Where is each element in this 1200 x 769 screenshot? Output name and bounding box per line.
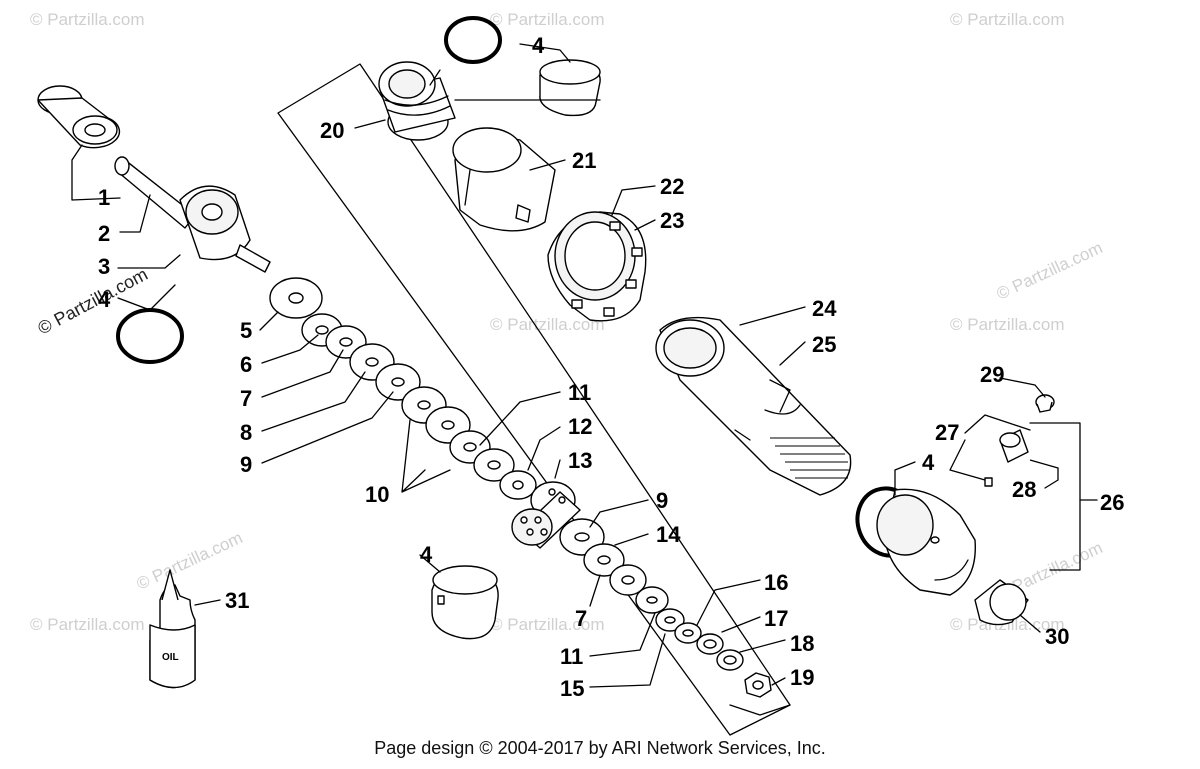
watermark-dark: © Partzilla.com bbox=[34, 264, 150, 339]
nut-hole bbox=[752, 680, 764, 690]
valve-part-27 bbox=[984, 429, 1029, 487]
washer-stack bbox=[269, 277, 537, 500]
callout-13: 13 bbox=[568, 448, 592, 473]
shaft-part-2 bbox=[114, 156, 196, 229]
callout-28: 28 bbox=[1012, 477, 1036, 502]
callout-24: 24 bbox=[812, 296, 837, 321]
watermark-6: © Partzilla.com bbox=[30, 615, 145, 634]
screw-part-29 bbox=[1035, 394, 1055, 413]
callout-8: 8 bbox=[240, 420, 252, 445]
callout-9-upper: 9 bbox=[240, 452, 252, 477]
oring-part-4-left bbox=[116, 308, 184, 364]
callout-4-top: 4 bbox=[532, 33, 545, 58]
bushing-part-1 bbox=[37, 85, 121, 149]
nut-part-22-23 bbox=[547, 211, 647, 322]
callout-30: 30 bbox=[1045, 624, 1069, 649]
callout-4-left: 4 bbox=[98, 287, 111, 312]
callout-25: 25 bbox=[812, 332, 836, 357]
callout-20: 20 bbox=[320, 118, 344, 143]
watermark-1: © Partzilla.com bbox=[30, 10, 145, 29]
bushing-part-30 bbox=[974, 579, 1029, 626]
piston-part-13 bbox=[511, 481, 581, 549]
watermark-7: © Partzilla.com bbox=[490, 615, 605, 634]
band-part-4-lower bbox=[431, 565, 499, 640]
callout-12: 12 bbox=[568, 414, 592, 439]
seal-head-part-20 bbox=[378, 61, 456, 141]
callout-3: 3 bbox=[98, 254, 110, 279]
spring-body-part-24-25 bbox=[655, 316, 852, 496]
callout-10: 10 bbox=[365, 482, 389, 507]
oring-part-28 bbox=[1029, 459, 1059, 469]
callout-4-right: 4 bbox=[922, 450, 935, 475]
callout-4-lower: 4 bbox=[420, 542, 433, 567]
oring-part-4-top bbox=[444, 16, 502, 64]
callout-labels: 1 2 3 4 5 6 7 8 9 10 11 12 13 9 14 4 7 1… bbox=[98, 33, 1124, 701]
callout-21: 21 bbox=[572, 148, 596, 173]
watermark-4: © Partzilla.com bbox=[490, 315, 605, 334]
sleeve-part-21 bbox=[452, 127, 556, 232]
callout-1: 1 bbox=[98, 185, 110, 210]
oil-label: OIL bbox=[162, 652, 179, 663]
leader-lines bbox=[71, 43, 1098, 716]
callout-19: 19 bbox=[790, 665, 814, 690]
watermark-10: © Partzilla.com bbox=[994, 238, 1106, 304]
callout-23: 23 bbox=[660, 208, 684, 233]
callout-11-upper: 11 bbox=[568, 380, 591, 405]
callout-9-lower: 9 bbox=[656, 488, 668, 513]
callout-7-upper: 7 bbox=[240, 386, 252, 411]
band-part-4-top bbox=[539, 59, 601, 117]
callout-22: 22 bbox=[660, 174, 684, 199]
callout-14: 14 bbox=[656, 522, 681, 547]
callout-7-lower: 7 bbox=[575, 606, 587, 631]
eye-part-3 bbox=[179, 185, 271, 273]
callout-18: 18 bbox=[790, 631, 814, 656]
callout-27: 27 bbox=[935, 420, 959, 445]
oil-bottle-part-31: OIL bbox=[149, 569, 196, 689]
watermark-2: © Partzilla.com bbox=[490, 10, 605, 29]
lower-washers bbox=[559, 518, 744, 671]
callout-15: 15 bbox=[560, 676, 584, 701]
reservoir-part-26 bbox=[876, 488, 976, 596]
callout-2: 2 bbox=[98, 221, 110, 246]
page-footer: Page design © 2004-2017 by ARI Network S… bbox=[374, 738, 826, 758]
callout-5: 5 bbox=[240, 318, 252, 343]
callout-16: 16 bbox=[764, 570, 788, 595]
callout-26: 26 bbox=[1100, 490, 1124, 515]
watermark-3: © Partzilla.com bbox=[950, 10, 1065, 29]
callout-17: 17 bbox=[764, 606, 788, 631]
callout-11-lower: 11 bbox=[560, 644, 583, 669]
callout-29: 29 bbox=[980, 362, 1004, 387]
callout-6: 6 bbox=[240, 352, 252, 377]
watermark-9: © Partzilla.com bbox=[134, 528, 246, 594]
callout-31: 31 bbox=[225, 588, 249, 613]
watermark-5: © Partzilla.com bbox=[950, 315, 1065, 334]
